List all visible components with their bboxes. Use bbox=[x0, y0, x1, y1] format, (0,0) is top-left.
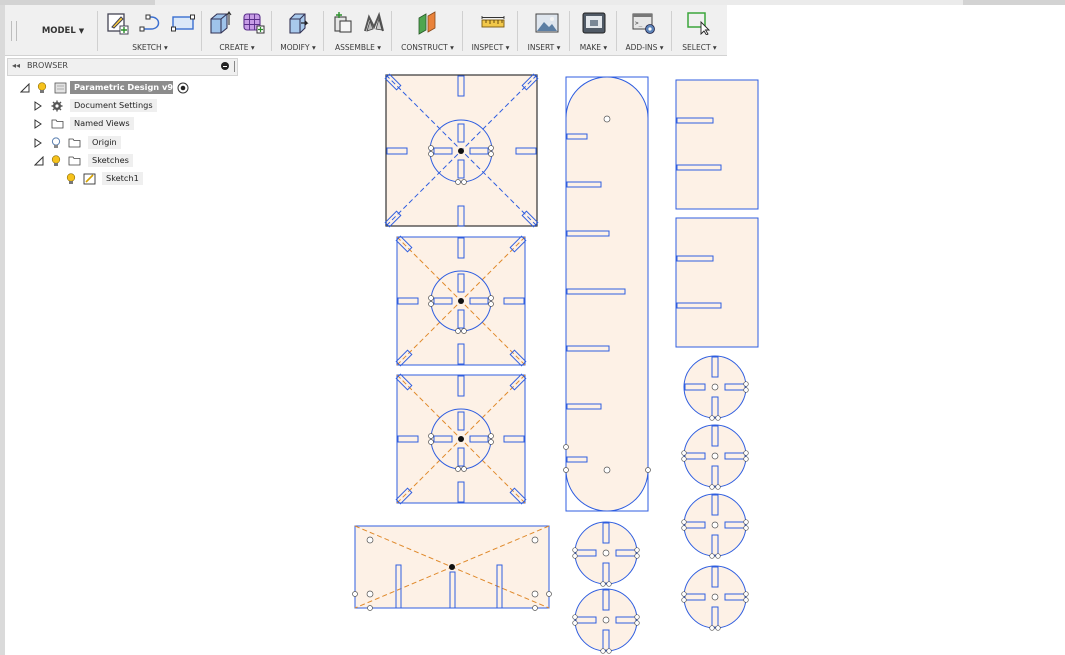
disc-3[interactable] bbox=[681, 493, 749, 559]
construct-menu[interactable]: CONSTRUCT ▾ bbox=[401, 43, 454, 52]
new-component-icon[interactable] bbox=[332, 11, 356, 35]
chevron-down-icon: ▼ bbox=[78, 27, 85, 35]
addins-menu[interactable]: ADD-INS ▾ bbox=[625, 43, 664, 52]
tree-root-label: Parametric Design v9 bbox=[70, 81, 173, 94]
line-icon[interactable] bbox=[139, 11, 163, 35]
workspace-switcher[interactable]: MODEL ▼ bbox=[27, 23, 99, 39]
press-pull-icon[interactable] bbox=[286, 11, 310, 35]
tree-item-label: Document Settings bbox=[70, 99, 157, 112]
base-panel[interactable] bbox=[352, 525, 552, 611]
sketch-group: SKETCH ▾ bbox=[98, 5, 202, 55]
component-icon bbox=[54, 82, 67, 94]
tree-named-views[interactable]: Named Views bbox=[34, 117, 214, 131]
sketch-menu[interactable]: SKETCH ▾ bbox=[132, 43, 168, 52]
toolbar: MODEL ▼ SKETCH ▾ CREATE ▾ MODIFY ▾ bbox=[5, 5, 727, 56]
addins-group: >_ ADD-INS ▾ bbox=[617, 5, 672, 55]
svg-text:>_: >_ bbox=[635, 20, 643, 27]
browser-header[interactable]: ◂◂ BROWSER bbox=[7, 58, 238, 76]
assemble-menu[interactable]: ASSEMBLE ▾ bbox=[334, 43, 382, 52]
lightbulb-off-icon[interactable] bbox=[51, 137, 61, 149]
expanded-triangle-icon[interactable] bbox=[20, 83, 30, 93]
insert-image-icon[interactable] bbox=[535, 11, 559, 35]
disc-5[interactable] bbox=[572, 521, 640, 587]
assemble-group: ASSEMBLE ▾ bbox=[324, 5, 392, 55]
modify-menu[interactable]: MODIFY ▾ bbox=[280, 43, 316, 52]
side-panel-2[interactable] bbox=[675, 217, 759, 348]
folder-icon bbox=[68, 138, 81, 148]
resize-handle[interactable] bbox=[234, 61, 235, 72]
collapsed-triangle-icon[interactable] bbox=[34, 138, 42, 148]
inspect-menu[interactable]: INSPECT ▾ bbox=[471, 43, 510, 52]
joint-icon[interactable] bbox=[362, 11, 386, 35]
collapse-panel-icon[interactable]: ◂◂ bbox=[12, 61, 21, 70]
expanded-triangle-icon[interactable] bbox=[34, 156, 44, 166]
select-icon[interactable] bbox=[687, 11, 711, 36]
tree-sketches[interactable]: Sketches bbox=[34, 154, 214, 168]
disc-2[interactable] bbox=[681, 424, 749, 490]
create-sketch-icon[interactable] bbox=[106, 11, 130, 35]
scripts-icon[interactable]: >_ bbox=[632, 11, 656, 35]
window-top-strip bbox=[0, 0, 1065, 5]
tree-item-label: Sketches bbox=[88, 154, 133, 167]
modify-group: MODIFY ▾ bbox=[272, 5, 324, 55]
sketch-icon bbox=[83, 173, 96, 185]
collapsed-triangle-icon[interactable] bbox=[34, 119, 42, 129]
create-group: CREATE ▾ bbox=[202, 5, 272, 55]
select-menu[interactable]: SELECT ▾ bbox=[682, 43, 717, 52]
collapsed-triangle-icon[interactable] bbox=[34, 101, 42, 111]
gear-icon bbox=[51, 100, 63, 112]
stadium-panel[interactable] bbox=[563, 76, 651, 512]
browser-title: BROWSER bbox=[27, 61, 68, 70]
tree-item-label: Named Views bbox=[70, 117, 134, 130]
measure-icon[interactable] bbox=[481, 11, 505, 35]
3d-print-icon[interactable] bbox=[582, 11, 606, 35]
lightbulb-on-icon[interactable] bbox=[37, 82, 47, 94]
toolbar-grip[interactable] bbox=[11, 21, 17, 41]
folder-icon bbox=[51, 119, 64, 129]
minimize-icon[interactable] bbox=[221, 62, 229, 70]
extrude-icon[interactable] bbox=[208, 11, 232, 35]
insert-group: INSERT ▾ bbox=[518, 5, 570, 55]
workspace-label: MODEL bbox=[41, 26, 76, 36]
tree-item-label: Origin bbox=[88, 136, 121, 149]
disc-1[interactable] bbox=[683, 355, 749, 421]
tree-sketch1[interactable]: Sketch1 bbox=[66, 172, 206, 186]
folder-icon bbox=[68, 156, 81, 166]
insert-menu[interactable]: INSERT ▾ bbox=[527, 43, 561, 52]
side-panel-1[interactable] bbox=[675, 79, 759, 210]
create-menu[interactable]: CREATE ▾ bbox=[219, 43, 255, 52]
make-group: MAKE ▾ bbox=[570, 5, 617, 55]
inspect-group: INSPECT ▾ bbox=[463, 5, 518, 55]
window-left-edge bbox=[0, 5, 5, 655]
disc-6[interactable] bbox=[572, 588, 640, 654]
activate-radio-icon[interactable] bbox=[177, 82, 189, 94]
tree-origin[interactable]: Origin bbox=[34, 136, 214, 150]
offset-plane-icon[interactable] bbox=[416, 11, 440, 35]
tree-item-label: Sketch1 bbox=[102, 172, 143, 185]
lightbulb-on-icon[interactable] bbox=[51, 155, 61, 167]
square-panel-1[interactable] bbox=[384, 73, 539, 228]
make-menu[interactable]: MAKE ▾ bbox=[579, 43, 608, 52]
construct-group: CONSTRUCT ▾ bbox=[392, 5, 463, 55]
square-panel-3[interactable] bbox=[395, 373, 527, 505]
form-icon[interactable] bbox=[241, 11, 265, 35]
tree-document-settings[interactable]: Document Settings bbox=[34, 99, 214, 113]
square-panel-2[interactable] bbox=[395, 235, 527, 367]
tree-root[interactable]: Parametric Design v9 bbox=[20, 81, 200, 95]
lightbulb-on-icon[interactable] bbox=[66, 173, 76, 185]
disc-4[interactable] bbox=[681, 565, 749, 631]
select-group: SELECT ▾ bbox=[672, 5, 727, 55]
rectangle-icon[interactable] bbox=[171, 11, 195, 35]
